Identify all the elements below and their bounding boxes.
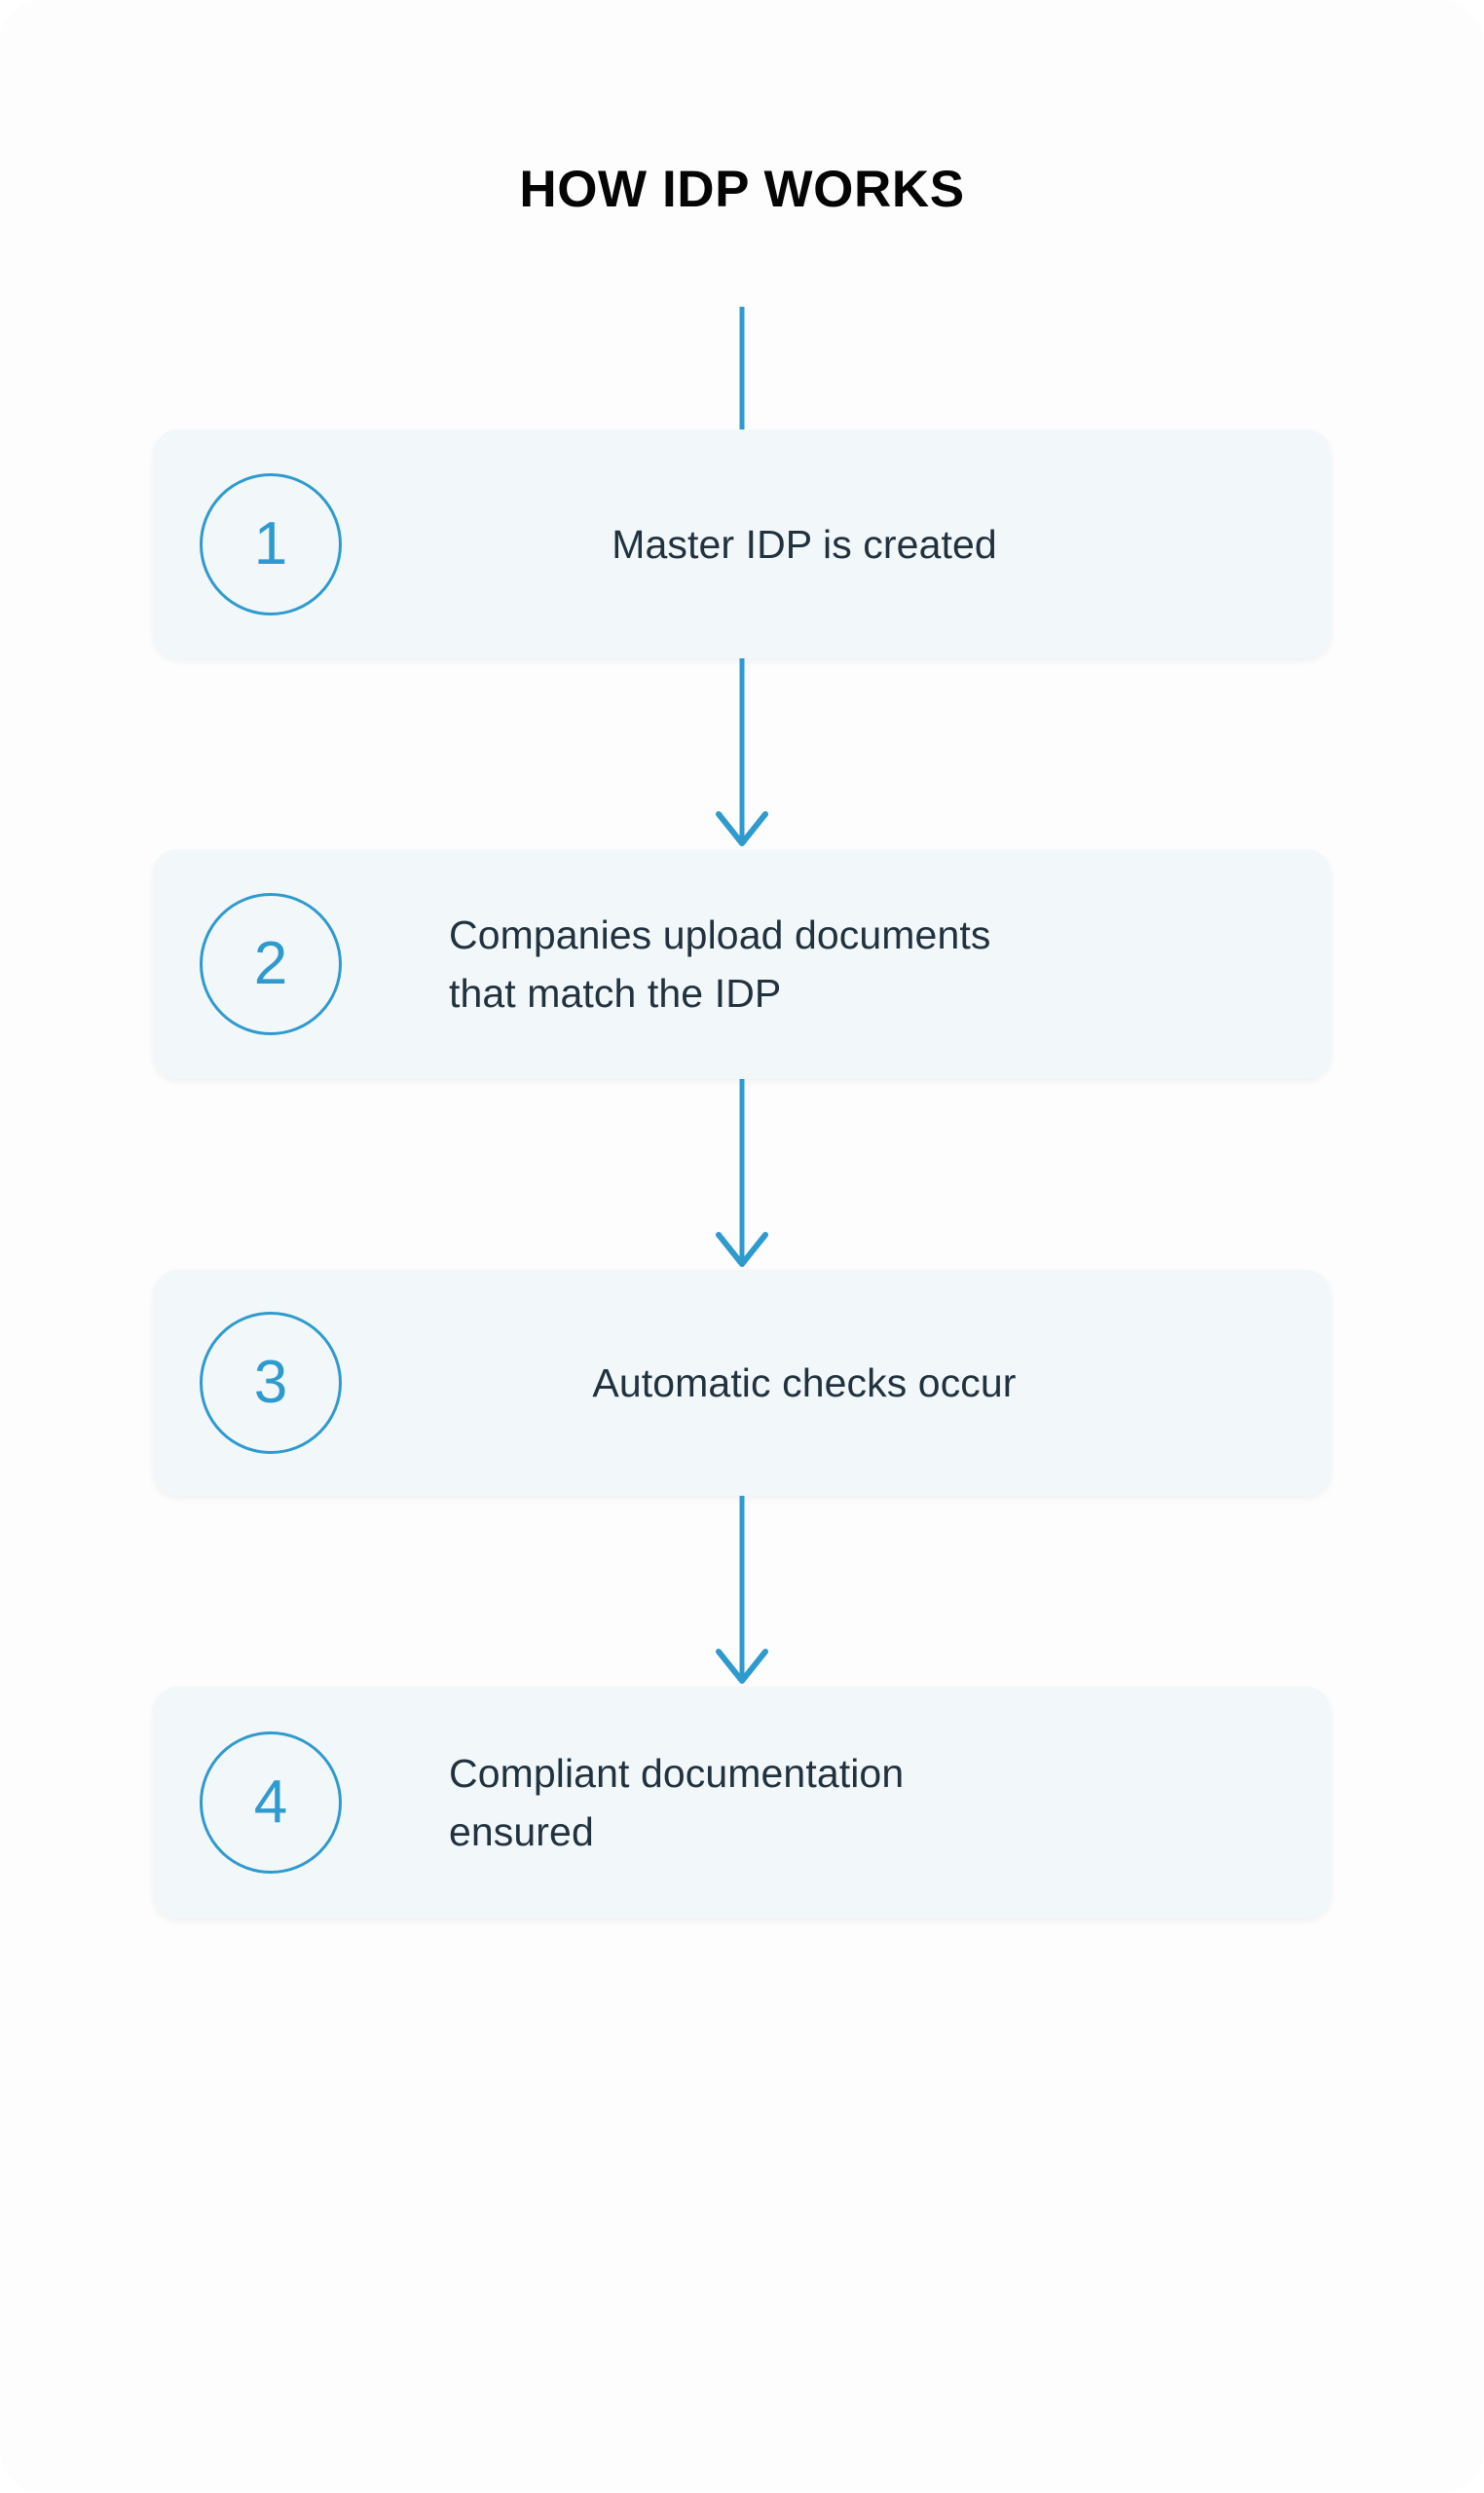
step-label-4: Compliant documentation ensured <box>449 1751 905 1854</box>
connector-arrow-3-to-4 <box>0 1496 1484 1687</box>
step-label-1: Master IDP is created <box>612 521 997 567</box>
step-card-2[interactable]: 2 Companies upload documents that match … <box>153 849 1331 1079</box>
step-label-3: Automatic checks occur <box>592 1360 1017 1405</box>
step-label-2: Companies upload documents that match th… <box>449 912 991 1016</box>
step-number-badge-1: 1 <box>200 472 342 615</box>
connector-arrow-1-to-2 <box>0 658 1484 849</box>
step-number-badge-2: 2 <box>200 893 342 1035</box>
step-number-badge-4: 4 <box>200 1731 342 1874</box>
page-title: HOW IDP WORKS <box>519 161 965 218</box>
connector-line-top <box>0 307 1484 429</box>
step-number-badge-3: 3 <box>200 1312 342 1454</box>
step-card-1[interactable]: 1 Master IDP is created <box>153 429 1331 658</box>
step-card-4[interactable]: 4 Compliant documentation ensured <box>153 1687 1331 1918</box>
step-card-3[interactable]: 3 Automatic checks occur <box>153 1270 1331 1496</box>
connector-arrow-2-to-3 <box>0 1079 1484 1270</box>
flowchart: 1 Master IDP is created 2 Companies uplo… <box>0 307 1484 1918</box>
